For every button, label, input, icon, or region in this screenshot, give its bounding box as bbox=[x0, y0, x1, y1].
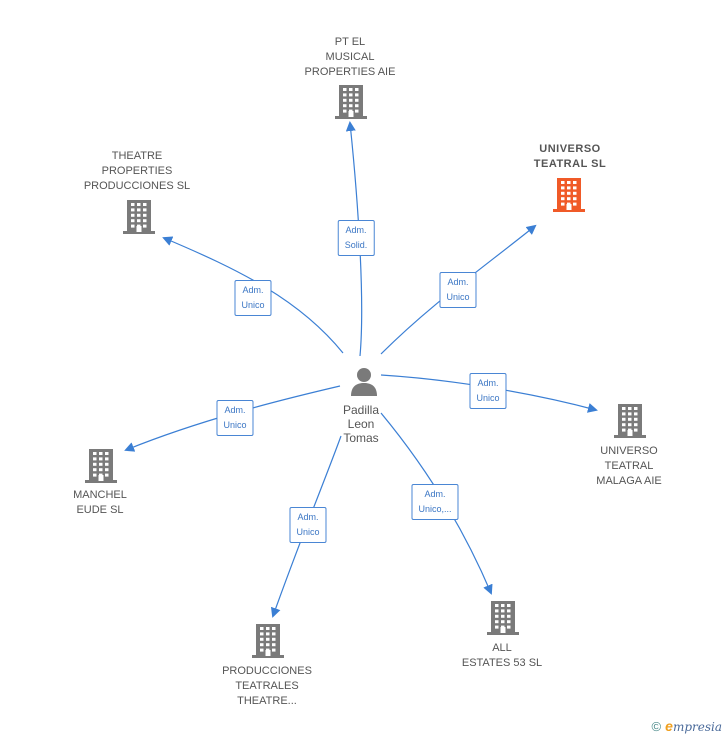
company-label-producciones-teatrales[interactable]: PRODUCCIONES TEATRALES THEATRE... bbox=[222, 665, 312, 707]
person-icon[interactable] bbox=[349, 366, 379, 396]
company-label-universo-teatral[interactable]: UNIVERSO TEATRAL SL bbox=[533, 143, 607, 170]
brand-logo: empresia bbox=[665, 718, 722, 734]
edge-label-producciones-teatrales[interactable]: Adm. Unico bbox=[289, 507, 327, 543]
edge-label-theatre-properties[interactable]: Adm. Unico bbox=[234, 280, 272, 316]
company-label-universo-teatral-malaga[interactable]: UNIVERSO TEATRAL MALAGA AIE bbox=[596, 445, 662, 487]
footer-brand: © empresia bbox=[652, 718, 722, 734]
building-icon[interactable] bbox=[335, 85, 367, 119]
building-icon[interactable] bbox=[252, 624, 284, 658]
company-label-pt-el-musical[interactable]: PT EL MUSICAL PROPERTIES AIE bbox=[304, 36, 396, 78]
building-icon[interactable] bbox=[123, 200, 155, 234]
building-icon[interactable] bbox=[487, 601, 519, 635]
center-person-label[interactable]: Padilla Leon Tomas bbox=[342, 403, 380, 445]
company-label-theatre-properties[interactable]: THEATRE PROPERTIES PRODUCCIONES SL bbox=[83, 150, 191, 192]
company-label-all-estates[interactable]: ALL ESTATES 53 SL bbox=[461, 642, 543, 669]
building-icon[interactable] bbox=[614, 404, 646, 438]
edge-label-universo-teatral-malaga[interactable]: Adm. Unico bbox=[469, 373, 507, 409]
building-icon[interactable] bbox=[553, 178, 585, 212]
edge-label-universo-teatral[interactable]: Adm. Unico bbox=[439, 272, 477, 308]
edge-label-manchel-eude[interactable]: Adm. Unico bbox=[216, 400, 254, 436]
copyright-icon: © bbox=[651, 718, 662, 734]
building-icon[interactable] bbox=[85, 449, 117, 483]
edge-label-pt-el-musical[interactable]: Adm. Solid. bbox=[337, 220, 375, 256]
company-label-manchel-eude[interactable]: MANCHEL EUDE SL bbox=[73, 489, 127, 516]
edge-label-all-estates[interactable]: Adm. Unico,... bbox=[411, 484, 459, 520]
